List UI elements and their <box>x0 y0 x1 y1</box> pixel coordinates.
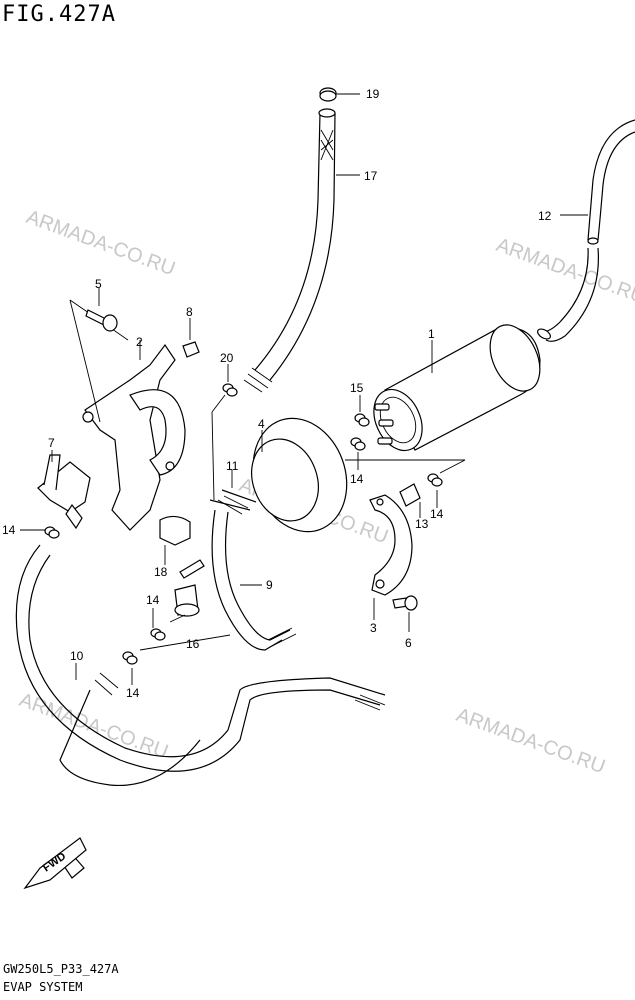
callout-1: 1 <box>428 327 435 341</box>
clamp-14-left[interactable] <box>20 526 60 539</box>
callout-14: 14 <box>2 523 16 537</box>
callout-12: 12 <box>538 209 552 223</box>
watermark: ARMADA-CO.RU <box>493 234 635 308</box>
callout-11: 11 <box>226 459 239 473</box>
callout-4: 4 <box>258 417 265 431</box>
clamp-3[interactable] <box>369 494 413 620</box>
clamp-14-lower[interactable] <box>122 651 138 685</box>
clamp-14-right[interactable] <box>427 473 443 508</box>
hose-10[interactable] <box>15 544 386 787</box>
callout-5: 5 <box>95 277 102 291</box>
callout-16: 16 <box>186 637 200 651</box>
callout-6: 6 <box>405 636 412 650</box>
callout-8: 8 <box>186 305 193 319</box>
callout-14: 14 <box>126 686 140 700</box>
clamp-14-canister[interactable] <box>350 437 366 470</box>
hose-12[interactable] <box>536 119 635 342</box>
callout-14: 14 <box>146 593 160 607</box>
figure-title: FIG.427A <box>2 2 116 27</box>
nut-8[interactable] <box>182 318 200 358</box>
bolt-5[interactable] <box>85 288 118 332</box>
pipe-13[interactable] <box>399 483 421 518</box>
valve-16[interactable] <box>139 559 231 651</box>
fwd-arrow-icon: FWD <box>23 837 87 890</box>
callout-13: 13 <box>415 517 429 531</box>
canister-1[interactable] <box>345 317 550 474</box>
watermark: ARMADA-CO.RU <box>23 206 178 280</box>
callout-9: 9 <box>266 578 273 592</box>
watermark: ARMADA-CO.RU <box>16 689 171 763</box>
callout-14: 14 <box>350 472 364 486</box>
watermark: ARMADA-CO.RU <box>453 704 608 778</box>
callout-18: 18 <box>154 565 168 579</box>
ring-4[interactable] <box>238 405 362 545</box>
clamp-15[interactable] <box>354 395 370 427</box>
callout-15: 15 <box>350 381 364 395</box>
callout-2: 2 <box>136 335 143 349</box>
hose-9-11[interactable] <box>209 470 297 651</box>
callout-14: 14 <box>430 507 444 521</box>
clamp-20[interactable] <box>211 364 238 501</box>
callout-10: 10 <box>70 649 84 663</box>
callout-19: 19 <box>366 87 380 101</box>
callout-numbers: 19 17 12 1 5 8 2 20 15 14 4 7 11 13 14 1… <box>2 87 552 700</box>
callout-17: 17 <box>364 169 378 183</box>
bracket-2[interactable] <box>69 299 186 531</box>
diagram-code: GW250L5_P33_427A <box>3 962 119 976</box>
callout-7: 7 <box>48 436 55 450</box>
clamp-19[interactable] <box>319 87 360 102</box>
holder-18[interactable] <box>159 515 191 565</box>
hose-17[interactable] <box>243 108 360 393</box>
clamp-14-mid[interactable] <box>150 608 166 641</box>
bolt-6[interactable] <box>392 595 418 632</box>
diagram-name: EVAP SYSTEM <box>3 980 83 994</box>
callout-20: 20 <box>220 351 234 365</box>
callout-3: 3 <box>370 621 377 635</box>
valve-7[interactable] <box>37 450 91 530</box>
